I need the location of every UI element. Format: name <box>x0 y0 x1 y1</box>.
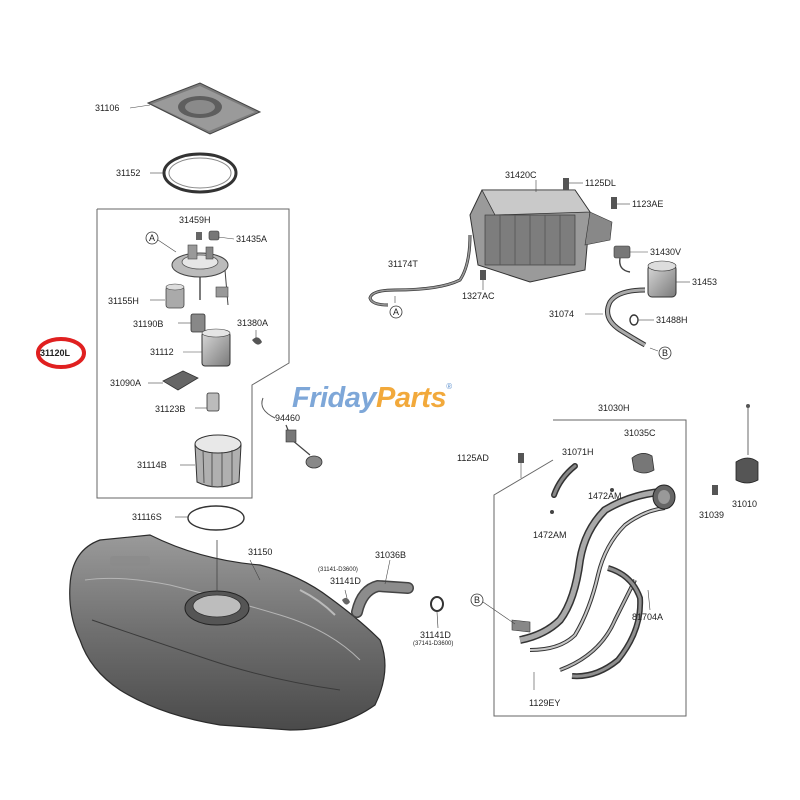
watermark-part2: Parts <box>376 382 447 414</box>
pipe-31174t <box>368 234 472 307</box>
bolt-1125ad <box>518 453 524 478</box>
callout-31036b: 31036B <box>375 550 407 560</box>
callout-1472am-a: 1472AM <box>588 491 622 501</box>
callout-31152: 31152 <box>116 168 141 178</box>
watermark-part1: Friday <box>292 382 377 414</box>
bracket-81704a <box>571 565 651 680</box>
callout-1129ey: 1129EY <box>529 698 561 708</box>
part-31155h <box>150 283 185 309</box>
callout-31030h: 31030H <box>598 403 630 413</box>
cap-31035c <box>631 453 655 474</box>
callout-31488h: 31488H <box>656 315 688 325</box>
callout-31174t: 31174T <box>388 259 418 269</box>
callout-31459h: 31459H <box>179 215 211 225</box>
filler-hose-31036b <box>351 559 414 618</box>
clip-1472am <box>550 488 614 514</box>
marker-a1: A <box>149 233 156 243</box>
highlight-ring <box>36 337 86 369</box>
hose-31071h <box>551 463 578 498</box>
fuel-tank-31150 <box>69 534 386 731</box>
clamp-31141d-top <box>342 589 350 605</box>
marker-a2: A <box>393 307 400 317</box>
hose-31074 <box>585 287 647 348</box>
part-31190b <box>178 313 206 333</box>
callout-31039: 31039 <box>699 510 725 520</box>
callout-31035c: 31035C <box>624 428 656 438</box>
marker-b2: B <box>474 595 481 605</box>
callout-31435a: 31435A <box>236 234 268 244</box>
marker-circle-a1 <box>145 231 159 245</box>
callout-1125dl: 1125DL <box>585 178 616 188</box>
bolt-1125dl <box>563 178 583 190</box>
filler-neck-31030h <box>511 484 676 690</box>
callout-1125ad: 1125AD <box>457 453 489 463</box>
callout-1472am-b: 1472AM <box>533 530 567 540</box>
gasket-ring <box>150 152 238 194</box>
callout-31116s: 31116S <box>132 512 162 522</box>
callout-31141d-top: 31141D <box>330 576 361 586</box>
part-94460-sender <box>261 397 323 469</box>
part-31459h <box>196 232 202 240</box>
callout-31190b: 31190B <box>133 319 164 329</box>
bolt-1123ae <box>611 197 630 209</box>
callout-31120l: 31120L <box>40 348 71 358</box>
callout-31150: 31150 <box>248 547 273 557</box>
bolt-31039 <box>712 485 718 495</box>
part-31112-pump <box>183 328 231 367</box>
part-31435a <box>208 230 220 241</box>
part-31123b <box>195 392 220 412</box>
callout-31010: 31010 <box>732 499 758 509</box>
callout-31090a: 31090A <box>110 378 142 388</box>
callout-31114b: 31114B <box>137 460 167 470</box>
part-31380a <box>252 330 262 345</box>
part-31090a <box>148 370 199 391</box>
clip-31488h <box>629 314 654 326</box>
marker-circle-b2 <box>470 593 484 607</box>
filler-frame <box>493 419 687 717</box>
callout-1327ac: 1327AC <box>462 291 495 301</box>
canister-31420c <box>469 180 613 283</box>
valve-31430v <box>613 245 648 273</box>
part-31114b-reservoir <box>180 434 242 488</box>
callout-31380a: 31380A <box>237 318 269 328</box>
watermark-logo: FridayParts® <box>292 382 452 415</box>
clamp-31141d-bottom <box>430 596 444 629</box>
callout-31074: 31074 <box>549 309 575 319</box>
marker-circle-b1 <box>658 346 672 360</box>
callout-31112: 31112 <box>150 347 174 357</box>
callout-31123b: 31123B <box>155 404 186 414</box>
callout-81704a: 81704A <box>632 612 664 622</box>
callout-1123ae: 1123AE <box>632 199 664 209</box>
callout-31453: 31453 <box>692 277 718 287</box>
cover-plate <box>129 82 262 135</box>
bolt-1327ac <box>480 270 486 290</box>
callout-31420c: 31420C <box>505 170 537 180</box>
callout-31141d-bottom: 31141D <box>420 630 451 640</box>
callout-31141d-top-note: (31141-D3600) <box>318 567 358 573</box>
part-31116s-ring <box>175 505 245 531</box>
callout-94460: 94460 <box>275 413 301 423</box>
pump-flange <box>171 244 229 306</box>
watermark-reg: ® <box>446 382 452 391</box>
callout-31155h: 31155H <box>108 296 139 306</box>
filter-31453 <box>647 260 690 298</box>
door-31010 <box>735 404 759 484</box>
callout-31141d-bottom-note: (37141-D3600) <box>413 641 454 647</box>
pump-module-frame <box>96 208 290 499</box>
marker-circle-a2 <box>389 305 403 319</box>
marker-b1: B <box>662 348 669 358</box>
callout-31071h: 31071H <box>562 447 594 457</box>
callout-31430v: 31430V <box>650 247 682 257</box>
callout-31106: 31106 <box>95 103 120 113</box>
